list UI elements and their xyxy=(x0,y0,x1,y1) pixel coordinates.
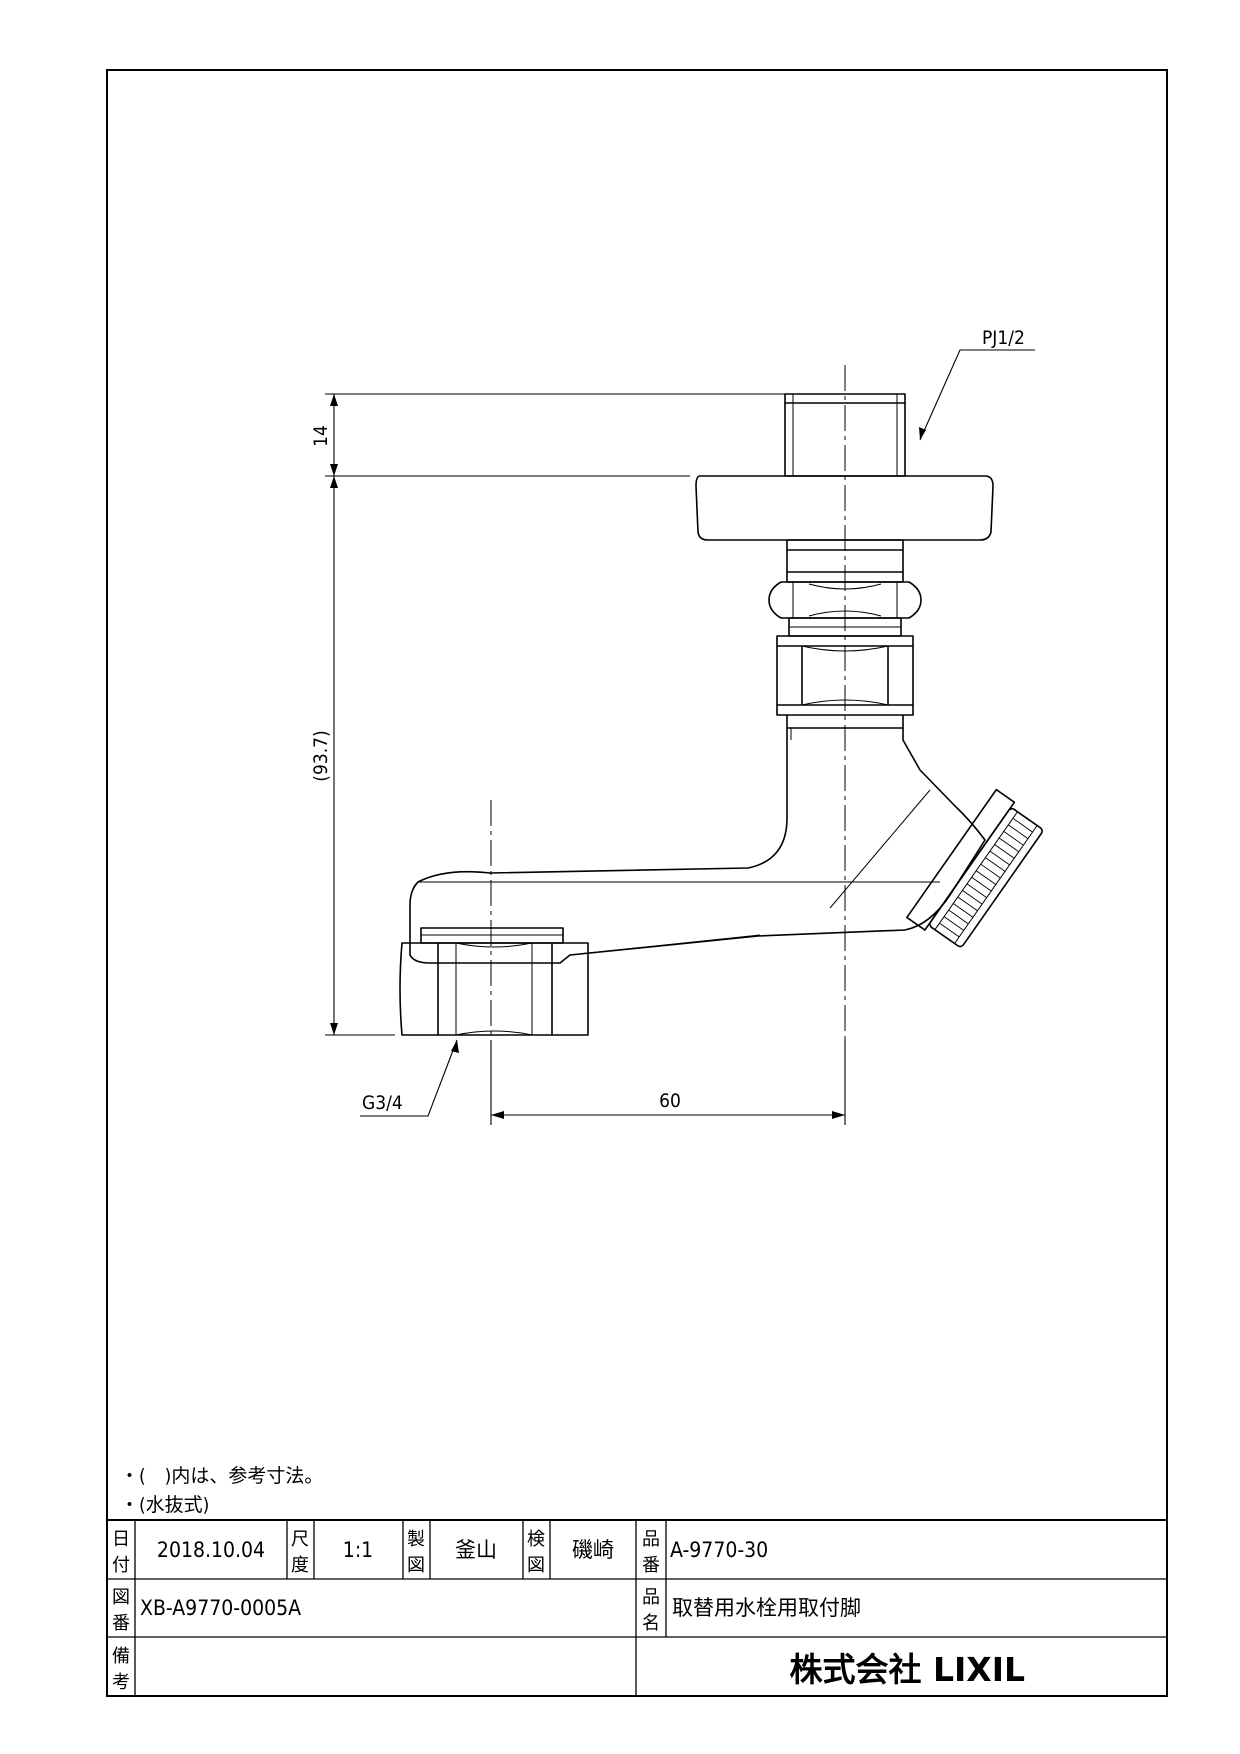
label-drawing-no: 図 xyxy=(112,1587,130,1608)
dimension-14: 14 xyxy=(310,425,332,447)
union-hex-nut xyxy=(776,635,914,716)
mounting-flange xyxy=(695,475,994,541)
fitting-body xyxy=(409,728,986,964)
thread-label-bottom: G3/4 xyxy=(362,1092,403,1114)
value-part-no: A-9770-30 xyxy=(670,1538,768,1562)
label-part-name: 品 xyxy=(642,1587,660,1608)
dimension-lines xyxy=(325,349,1035,1125)
dimension-arrows xyxy=(330,394,926,1119)
label-drawing-no-2: 番 xyxy=(112,1613,130,1634)
thread-label-top: PJ1/2 xyxy=(982,327,1025,349)
dimension-60: 60 xyxy=(659,1090,681,1112)
value-scale: 1:1 xyxy=(343,1538,373,1562)
note-reference-dimensions: ・( )内は、参考寸法。 xyxy=(120,1465,323,1487)
lock-nut xyxy=(768,581,922,619)
label-part-no-2: 番 xyxy=(642,1555,660,1576)
label-remarks: 備 xyxy=(112,1646,130,1667)
label-scale: 尺 xyxy=(291,1529,309,1550)
label-date-2: 付 xyxy=(112,1555,130,1576)
value-drawing-no: XB-A9770-0005A xyxy=(140,1596,301,1620)
label-scale-2: 度 xyxy=(291,1555,309,1576)
title-block xyxy=(107,1519,1167,1696)
drawing-frame xyxy=(106,69,1168,1697)
outlet-hex-nut xyxy=(399,942,589,1036)
label-remarks-2: 考 xyxy=(112,1672,130,1693)
value-part-name: 取替用水栓用取付脚 xyxy=(672,1596,861,1620)
label-checker: 検 xyxy=(527,1529,545,1550)
dimension-93-7: (93.7) xyxy=(310,730,332,781)
value-drafter: 釜山 xyxy=(455,1538,497,1562)
label-checker-2: 図 xyxy=(527,1555,545,1576)
drain-cap xyxy=(906,788,1043,948)
value-checker: 磯崎 xyxy=(572,1538,614,1562)
company-logo: 株式会社 LIXIL xyxy=(789,1650,1025,1689)
label-drafter-2: 図 xyxy=(407,1555,425,1576)
label-date: 日 xyxy=(112,1529,130,1550)
faucet-fitting-drawing xyxy=(399,365,1043,1112)
label-drafter: 製 xyxy=(407,1529,425,1550)
label-part-no: 品 xyxy=(642,1529,660,1550)
label-part-name-2: 名 xyxy=(642,1613,660,1634)
value-date: 2018.10.04 xyxy=(157,1538,265,1562)
note-drain-type: ・(水抜式) xyxy=(120,1494,209,1516)
